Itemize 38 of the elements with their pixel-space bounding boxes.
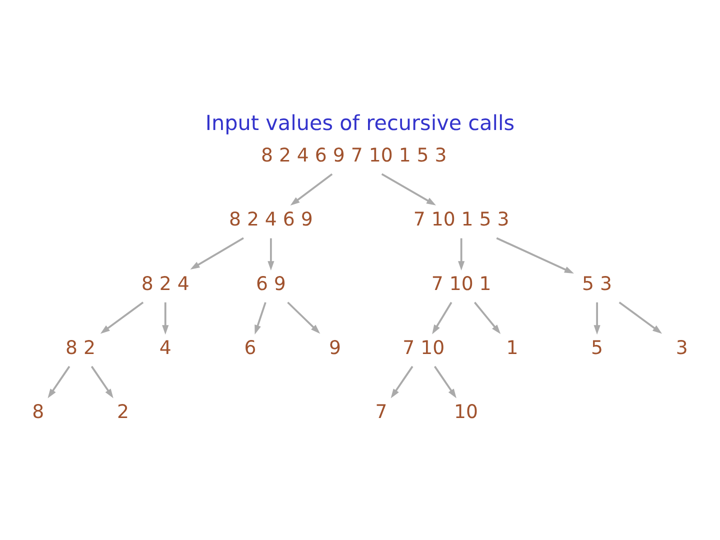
node-text: 5 3 xyxy=(582,274,612,295)
node-text: 8 xyxy=(32,402,44,423)
arrow xyxy=(594,302,600,335)
node-text: 2 xyxy=(116,402,129,423)
node-text: 7 10 xyxy=(402,338,445,359)
node-text: 4 xyxy=(159,338,172,359)
arrow xyxy=(618,302,662,334)
node-text: 1 xyxy=(506,338,518,359)
arrow xyxy=(190,237,244,270)
arrow xyxy=(290,173,333,206)
node-text: 10 xyxy=(454,402,478,423)
arrow xyxy=(458,238,465,271)
arrow xyxy=(434,366,456,398)
node-text: 9 xyxy=(329,338,342,359)
arrow xyxy=(100,302,144,334)
node-text: 3 xyxy=(676,338,688,359)
node-text: 6 xyxy=(244,338,256,359)
arrow xyxy=(474,302,501,334)
node-text: 8 2 xyxy=(66,338,96,359)
arrow xyxy=(381,173,436,206)
node-text: 8 2 4 xyxy=(141,274,190,295)
node-text: 7 xyxy=(375,402,388,423)
arrow xyxy=(268,238,274,271)
node-text: 6 9 xyxy=(256,274,286,295)
arrow xyxy=(162,302,169,335)
arrow xyxy=(90,366,114,398)
diagram-title: Input values of recursive calls xyxy=(205,111,515,136)
arrow xyxy=(287,302,320,334)
node-text: 7 10 1 xyxy=(431,274,492,295)
arrow xyxy=(496,237,574,274)
arrow xyxy=(390,366,414,398)
node-text: 5 xyxy=(591,338,604,359)
arrow xyxy=(48,366,70,398)
arrow xyxy=(432,302,452,334)
arrow xyxy=(254,302,266,334)
node-text: 8 2 4 6 9 xyxy=(228,210,313,231)
node-text: 7 10 1 5 3 xyxy=(413,210,510,231)
node-text: 8 2 4 6 9 7 10 1 5 3 xyxy=(260,146,447,167)
